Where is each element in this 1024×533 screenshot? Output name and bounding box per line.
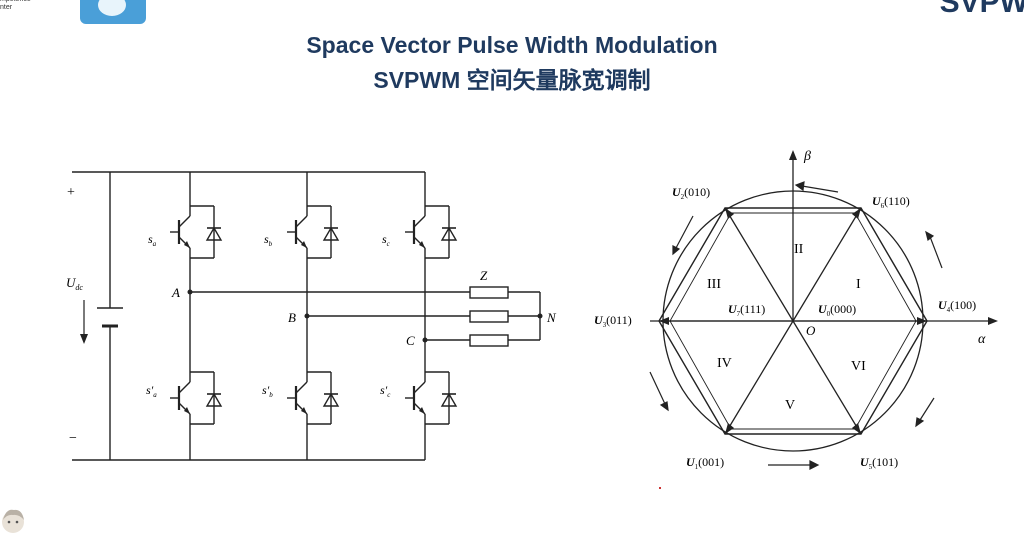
- node-c-label: C: [406, 333, 415, 348]
- switch-label-sb-prime: s′b: [262, 383, 273, 399]
- node-b-label: B: [288, 310, 296, 325]
- vector-u2: [724, 207, 794, 322]
- logo-text-line1: mpetence: [0, 0, 31, 4]
- vector-label-u1: U1(001): [686, 455, 724, 471]
- slide-title: Space Vector Pulse Width Modulation: [306, 32, 718, 58]
- neutral-label: N: [546, 310, 557, 325]
- sector-label-1: I: [856, 277, 861, 292]
- vector-label-u3: U3(011): [594, 313, 632, 329]
- vector-label-u2: U2(010): [672, 185, 710, 201]
- sector-label-4: IV: [717, 356, 732, 371]
- vector-label-u4: U4(100): [938, 298, 976, 314]
- logo-text: mpetence nter: [0, 0, 31, 12]
- dc-voltage-label: Udc: [66, 275, 83, 292]
- dc-minus-label: −: [69, 431, 77, 446]
- vector-u5: [792, 320, 862, 435]
- switch-label-sc-prime: s′c: [380, 383, 391, 399]
- sector-label-2: II: [794, 242, 804, 257]
- pointer-dot: [659, 487, 661, 489]
- presenter-avatar: [2, 509, 24, 533]
- dc-plus-label: +: [67, 185, 75, 200]
- dc-voltage-arrow-icon: [80, 334, 88, 344]
- corner-title: SVPW: [939, 0, 1024, 19]
- vector-label-u7: U7(111): [728, 302, 765, 318]
- vector-u1: [724, 320, 794, 435]
- alpha-label: α: [978, 332, 986, 347]
- beta-label: β: [803, 149, 811, 164]
- beta-axis-arrow-icon: [789, 150, 797, 160]
- sector-label-6: VI: [851, 359, 866, 374]
- logo-emblem-icon: [98, 0, 126, 16]
- alpha-axis-arrow-icon: [988, 317, 998, 325]
- vector-label-u0: U0(000): [818, 302, 856, 318]
- vector-label-u6: U6(110): [872, 194, 910, 210]
- load-label: Z: [480, 268, 488, 283]
- vector-u6: [792, 207, 862, 322]
- switch-label-sa: sa: [148, 232, 157, 248]
- logo-badge: [80, 0, 146, 24]
- sector-label-3: III: [707, 277, 721, 292]
- node-a-label: A: [171, 285, 180, 300]
- logo-text-line2: nter: [0, 4, 13, 11]
- vector-label-u5: U5(101): [860, 455, 898, 471]
- switch-label-sc: sc: [382, 232, 391, 248]
- switch-label-sb: sb: [264, 232, 273, 248]
- sector-label-5: V: [785, 398, 795, 413]
- origin-label: O: [806, 323, 816, 338]
- slide-subtitle: SVPWM 空间矢量脉宽调制: [373, 67, 651, 93]
- switch-label-sa-prime: s′a: [146, 383, 157, 399]
